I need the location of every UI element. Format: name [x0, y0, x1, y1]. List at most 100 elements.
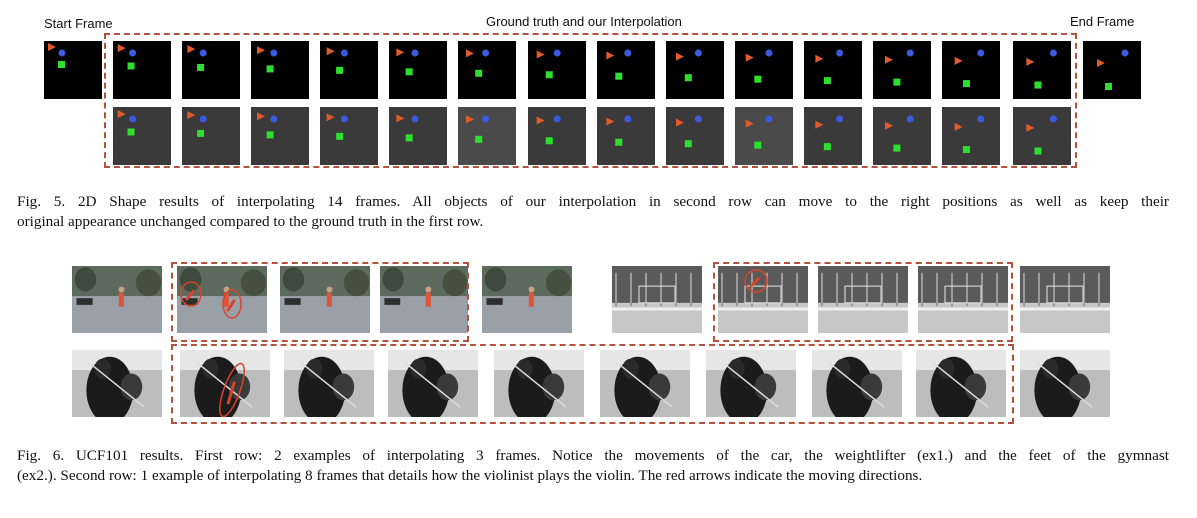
motion-highlight-ellipse — [180, 281, 202, 307]
triangle-shape — [745, 119, 754, 128]
square-shape — [475, 69, 483, 77]
fig6-caption: Fig. 6. UCF101 results. First row: 2 exa… — [17, 446, 1169, 486]
triangle-shape — [257, 46, 265, 55]
triangle-shape — [676, 52, 684, 61]
circle-shape — [129, 115, 137, 123]
square-shape — [754, 75, 762, 83]
interpolated-frame — [666, 107, 724, 165]
fig6-ex1-start — [72, 266, 162, 333]
fig6-row2-interp-8 — [916, 350, 1006, 417]
ground-truth-frame — [251, 41, 309, 99]
triangle-shape — [187, 111, 196, 120]
fig6-row2-interp-1 — [180, 350, 270, 417]
ground-truth-frame — [942, 41, 1000, 99]
end-frame — [1083, 41, 1141, 99]
interpolated-frame — [182, 107, 240, 165]
fig6-row2-interp-5 — [600, 350, 690, 417]
fig6-row2-interp-2 — [284, 350, 374, 417]
ground-truth-frame — [182, 41, 240, 99]
red-arrow — [226, 381, 236, 405]
square-shape — [336, 66, 344, 74]
fig6-row2-interp-3 — [388, 350, 478, 417]
ground-truth-frame — [873, 41, 931, 99]
square-shape — [405, 68, 413, 76]
interpolated-frame — [251, 107, 309, 165]
fig6-ex1-end — [482, 266, 572, 333]
circle-shape — [340, 49, 348, 57]
circle-shape — [411, 49, 419, 57]
fig5-caption-line2: original appearance unchanged compared t… — [17, 213, 484, 230]
fig6-row2-interp-7 — [812, 350, 902, 417]
ground-truth-frame — [666, 41, 724, 99]
square-shape — [1034, 81, 1042, 89]
circle-shape — [624, 49, 632, 57]
circle-shape — [977, 49, 985, 57]
fig5-caption: Fig. 5. 2D Shape results of interpolatin… — [17, 192, 1169, 232]
triangle-shape — [117, 44, 126, 53]
triangle-shape — [1026, 123, 1035, 132]
circle-shape — [199, 49, 207, 57]
interpolated-frame — [458, 107, 516, 165]
ground-truth-frame — [113, 41, 171, 99]
square-shape — [197, 129, 205, 137]
triangle-shape — [1026, 57, 1035, 66]
square-shape — [266, 65, 274, 73]
circle-shape — [1049, 49, 1057, 57]
triangle-shape — [326, 47, 335, 56]
circle-shape — [1121, 49, 1129, 57]
triangle-shape — [676, 118, 684, 127]
fig6-ex1-interp-3 — [380, 266, 468, 333]
circle-shape — [906, 49, 914, 57]
motion-highlight-ellipse — [744, 269, 768, 293]
fig6-caption-line2: (ex2.). Second row: 1 example of interpo… — [17, 467, 923, 484]
interpolated-frame — [320, 107, 378, 165]
fig6-ex2-interp-3 — [918, 266, 1008, 333]
fig6-ex2-start — [612, 266, 702, 333]
red-arrow — [184, 289, 196, 301]
fig6-row2-box — [171, 344, 1014, 424]
triangle-shape — [466, 115, 474, 124]
square-shape — [893, 78, 901, 86]
motion-highlight-ellipse — [219, 362, 245, 417]
ground-truth-frame — [320, 41, 378, 99]
circle-shape — [553, 115, 561, 123]
ground-truth-frame — [1013, 41, 1071, 99]
interpolated-frame — [597, 107, 655, 165]
fig6-caption-line1: Fig. 6. UCF101 results. First row: 2 exa… — [17, 447, 1169, 464]
square-shape — [58, 61, 65, 68]
triangle-shape — [885, 121, 893, 130]
interpolated-frame — [804, 107, 862, 165]
square-shape — [823, 77, 831, 85]
ground-truth-frame — [735, 41, 793, 99]
interpolated-frame — [873, 107, 931, 165]
triangle-shape — [815, 120, 824, 129]
fig6-row2-start — [72, 350, 162, 417]
ground-truth-frame — [389, 41, 447, 99]
square-shape — [405, 134, 413, 142]
circle-shape — [836, 49, 844, 57]
fig6-ex2-box — [713, 262, 1013, 342]
circle-shape — [1049, 115, 1057, 123]
ground-truth-label: Ground truth and our Interpolation — [486, 14, 682, 29]
red-arrow — [749, 276, 761, 288]
square-shape — [127, 128, 135, 136]
fig6-ex1-interp-2 — [280, 266, 370, 333]
ground-truth-frame — [804, 41, 862, 99]
square-shape — [684, 140, 692, 148]
interpolated-frame — [113, 107, 171, 165]
triangle-shape — [536, 116, 545, 125]
interpolated-frame — [942, 107, 1000, 165]
fig6-row2-interp-4 — [494, 350, 584, 417]
circle-shape — [906, 115, 914, 123]
motion-highlight-ellipse — [222, 289, 242, 319]
circle-shape — [694, 115, 702, 123]
square-shape — [475, 135, 483, 143]
circle-shape — [624, 115, 632, 123]
ground-truth-frame — [597, 41, 655, 99]
fig6-row2-interp-6 — [706, 350, 796, 417]
red-arrow — [226, 298, 236, 312]
circle-shape — [411, 115, 419, 123]
circle-shape — [553, 49, 561, 57]
circle-shape — [765, 115, 773, 123]
triangle-shape — [48, 43, 56, 51]
